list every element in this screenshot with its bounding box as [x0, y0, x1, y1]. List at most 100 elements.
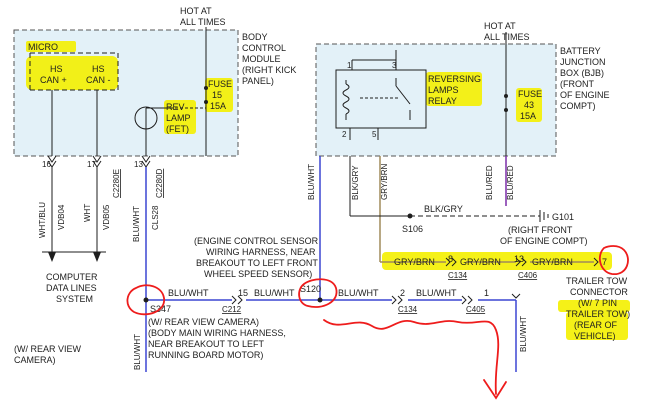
wire-blk-gry-vertical-label: BLK/GRY	[351, 165, 360, 200]
bjb-title-line1: BATTERY	[560, 46, 601, 56]
wire-blu-wht-run-label-4: BLU/WHT	[416, 288, 457, 298]
ground-location-line1: (RIGHT FRONT	[508, 225, 573, 235]
wire-blu-wht-vertical-label: BLU/WHT	[307, 164, 316, 200]
annotation-circle-s347	[126, 284, 165, 316]
bcm-fuse-symbol	[204, 86, 208, 104]
bcm-micro-label: MICRO	[28, 42, 58, 52]
splice-s120-dot	[317, 297, 323, 303]
wire-gry-brn-vertical-label: GRY/BRN	[380, 163, 389, 200]
wire-blu-wht-run-label-1: BLU/WHT	[168, 288, 209, 298]
ground-circuit	[350, 210, 549, 222]
data-lines-arrows	[48, 252, 101, 262]
connector-c406-label: C406	[518, 271, 538, 280]
trailer-line2: CONNECTOR	[570, 287, 628, 297]
ecs-note-line4: WHEEL SPEED SENSOR)	[204, 269, 312, 279]
splice-s120-label: S120	[300, 284, 321, 294]
wire-blu-wht-bcm-label: BLU/WHT	[132, 206, 141, 242]
bjb-relay-line1: REVERSING	[428, 74, 481, 84]
connector-c212-pin: 15	[238, 288, 248, 298]
ecs-note-line1: (ENGINE CONTROL SENSOR	[194, 236, 319, 246]
connector-c405-label: C405	[466, 305, 486, 314]
bcm-title-line4: (RIGHT KICK	[242, 65, 296, 75]
camera-note-line1: (W/ REAR VIEW CAMERA)	[148, 317, 259, 327]
connector-c406-pin: 13	[514, 254, 524, 264]
data-lines-line1: COMPUTER	[46, 272, 98, 282]
ground-g101-label: G101	[552, 212, 574, 222]
camera-note-line3: NEAR BREAKOUT TO LEFT	[148, 339, 265, 349]
annotation-arrow-head	[483, 379, 507, 400]
bcm-hs-can-minus-line1: HS	[92, 64, 105, 74]
gry-brn-connectors	[445, 257, 599, 267]
connector-c405-pin: 1	[484, 288, 489, 298]
bcm-output-wires	[42, 167, 106, 253]
ground-location-line2: OF ENGINE COMPT)	[500, 236, 588, 246]
hot-left-line1: HOT AT	[180, 6, 212, 16]
wire-blk-gry-horizontal-label: BLK/GRY	[424, 204, 463, 214]
ecs-note-line3: BREAKOUT TO LEFT FRONT	[196, 258, 318, 268]
bcm-rev-lamp-line3: (FET)	[166, 124, 189, 134]
bjb-pin-3: 3	[392, 61, 397, 70]
wire-gry-brn-run-label-2: GRY/BRN	[460, 257, 501, 267]
connector-c134-top-label: C134	[448, 271, 468, 280]
blu-wht-run	[145, 288, 517, 372]
connector-c212-label: C212	[222, 305, 242, 314]
bcm-fuse-line3: 15A	[210, 101, 226, 111]
left-note-line1: (W/ REAR VIEW	[14, 344, 82, 354]
bjb-pin-1: 1	[347, 61, 352, 70]
bcm-hs-can-plus-line1: HS	[50, 64, 63, 74]
left-note-line2: CAMERA)	[14, 355, 56, 365]
bjb-title-line2: JUNCTION	[560, 57, 606, 67]
connector-c2280e-label: C2280E	[112, 169, 121, 198]
bcm-title-line5: PANEL)	[242, 76, 274, 86]
bjb-fuse-line2: 43	[524, 100, 534, 110]
trailer-line4: TRAILER TOW)	[566, 309, 630, 319]
wire-blu-red-label-2: BLU/RED	[506, 165, 515, 200]
connector-c134-bottom-pin: 2	[400, 288, 405, 298]
bcm-fuse-line2: 15	[212, 90, 222, 100]
bjb-title-line5: OF ENGINE	[560, 90, 610, 100]
wire-blu-wht-down-label: BLU/WHT	[133, 334, 142, 370]
ecs-note-line2: WIRING HARNESS, NEAR	[206, 247, 316, 257]
wire-gry-brn-run-label-1: GRY/BRN	[394, 257, 435, 267]
wire-wht-label: WHT	[83, 204, 92, 222]
bcm-fuse-line1: FUSE	[208, 79, 232, 89]
bcm-hs-can-plus-line2: CAN +	[40, 75, 67, 85]
bjb-relay-line3: RELAY	[428, 96, 457, 106]
hot-left-line2: ALL TIMES	[180, 17, 226, 27]
bcm-title-line3: MODULE	[242, 54, 281, 64]
wire-vdb04-label: VDB04	[57, 204, 66, 230]
bcm-rev-lamp-line1: REV	[166, 102, 185, 112]
bcm-title-line1: BODY	[242, 32, 268, 42]
trailer-line5: (REAR OF	[574, 320, 618, 330]
connector-c2280d-label: C2280D	[155, 168, 164, 198]
bjb-title-line3: BOX (BJB)	[560, 68, 604, 78]
wire-wht-blu-label: WHT/BLU	[38, 202, 47, 238]
bcm-title-line2: CONTROL	[242, 43, 286, 53]
connector-c134-bottom-label: C134	[398, 305, 418, 314]
trailer-line3: (W/ 7 PIN	[578, 298, 617, 308]
bjb-fuse-line1: FUSE	[518, 89, 542, 99]
bcm-internal	[29, 27, 207, 156]
bjb-pin-5: 5	[372, 130, 377, 139]
wire-cls28-label: CLS28	[151, 205, 160, 230]
trailer-connector-pin: 7	[602, 257, 607, 267]
blu-wht-connectors	[231, 293, 521, 305]
bcm-pin-17: 17	[87, 160, 96, 169]
wire-gry-brn-run-label-3: GRY/BRN	[532, 257, 573, 267]
bjb-fuse-symbol	[504, 94, 508, 112]
bjb-fuse-line3: 15A	[520, 111, 536, 121]
camera-note-line4: RUNNING BOARD MOTOR)	[148, 350, 263, 360]
bcm-pin-13: 13	[134, 160, 143, 169]
bcm-hs-can-minus-line2: CAN -	[86, 75, 111, 85]
annotation-squiggle-path	[323, 319, 500, 395]
red-annotations	[126, 245, 629, 400]
data-lines-line3: SYSTEM	[56, 294, 93, 304]
bjb-title-line6: COMPT)	[560, 101, 596, 111]
bcm-pin-16: 16	[42, 160, 51, 169]
wire-blu-wht-run-label-3: BLU/WHT	[338, 288, 379, 298]
data-lines-line2: DATA LINES	[46, 283, 97, 293]
wire-vdb05-label: VDB05	[102, 204, 111, 230]
wire-blu-wht-run-label-2: BLU/WHT	[254, 288, 295, 298]
wire-blu-red-label-1: BLU/RED	[485, 165, 494, 200]
connector-c134-top-pin: 8	[448, 254, 453, 264]
